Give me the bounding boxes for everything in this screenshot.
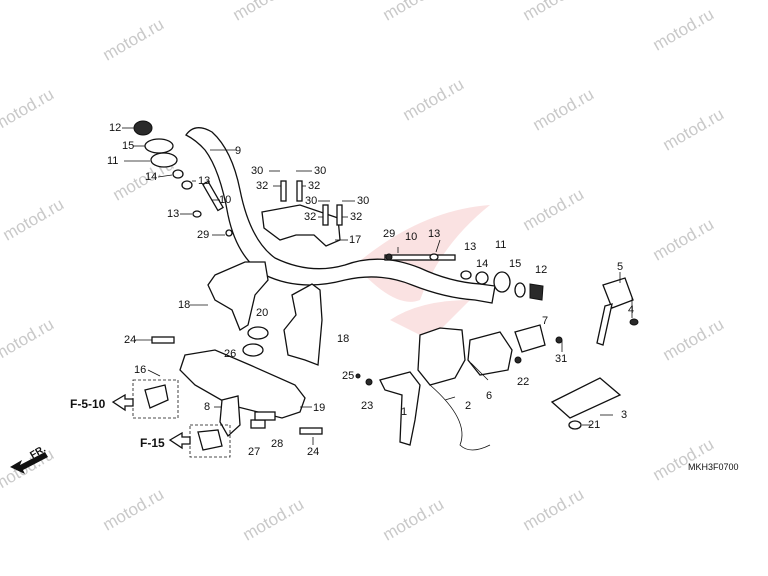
callout-32: 32 (350, 211, 363, 223)
top-bridge (179, 349, 306, 419)
callout-5: 5 (617, 261, 624, 273)
cable-clamps (144, 384, 223, 451)
bolts (151, 336, 323, 435)
right-switch-housing (417, 327, 513, 386)
diagram-code: MKH3F0700 (688, 462, 739, 472)
callout-24: 24 (307, 446, 320, 458)
callout-30: 30 (305, 195, 318, 207)
ref-arrow-lower (168, 431, 191, 450)
callout-6: 6 (486, 390, 493, 402)
right-grip-parts (384, 253, 544, 301)
rubber-bushing (242, 326, 269, 357)
callout-12: 12 (535, 264, 548, 276)
callout-30: 30 (357, 195, 370, 207)
handlebar-holder-lower-right (283, 283, 323, 366)
callout-30: 30 (251, 165, 264, 177)
brake-lever (379, 371, 421, 446)
callout-17: 17 (349, 234, 362, 246)
switch-cover (514, 324, 546, 353)
callout-13: 13 (167, 208, 180, 220)
callout-29: 29 (383, 228, 396, 240)
callout-18: 18 (178, 299, 191, 311)
callout-25: 25 (342, 370, 355, 382)
ref-label-upper: F-5-10 (70, 397, 106, 411)
callout-21: 21 (588, 419, 601, 431)
callout-32: 32 (304, 211, 317, 223)
callout-14: 14 (145, 171, 158, 183)
callout-27: 27 (248, 446, 261, 458)
ref-arrow-upper (111, 393, 134, 412)
callout-22: 22 (517, 376, 530, 388)
callout-32: 32 (256, 180, 269, 192)
left-grip-parts (133, 120, 233, 237)
callout-31: 31 (555, 353, 568, 365)
ref-label-lower: F-15 (140, 436, 165, 450)
callout-11: 11 (495, 239, 507, 251)
callout-16: 16 (134, 364, 147, 376)
callout-14: 14 (476, 258, 489, 270)
callout-18: 18 (337, 333, 350, 345)
callout-23: 23 (361, 400, 374, 412)
callout-28: 28 (271, 438, 284, 450)
throttle-cable (429, 384, 491, 451)
callout-20: 20 (256, 307, 269, 319)
callout-10: 10 (405, 231, 418, 243)
callout-32: 32 (308, 180, 321, 192)
callout-9: 9 (235, 145, 242, 157)
callout-3: 3 (621, 409, 628, 421)
callout-26: 26 (224, 348, 237, 360)
callout-13: 13 (464, 241, 477, 253)
screws (355, 336, 563, 386)
ignition-key (596, 277, 639, 346)
callout-13: 13 (198, 175, 211, 187)
handlebar-holder-upper (261, 180, 343, 247)
callout-7: 7 (542, 315, 549, 327)
callout-30: 30 (314, 165, 327, 177)
callout-15: 15 (509, 258, 522, 270)
handlebar (185, 127, 496, 304)
callout-10: 10 (219, 194, 232, 206)
callout-24: 24 (124, 334, 137, 346)
callout-12: 12 (109, 122, 122, 134)
leader-lines (122, 127, 633, 445)
callout-2: 2 (465, 400, 472, 412)
callout-13: 13 (428, 228, 441, 240)
callout-8: 8 (204, 401, 211, 413)
callout-29: 29 (197, 229, 210, 241)
callout-15: 15 (122, 140, 135, 152)
front-arrow-shape (10, 452, 48, 474)
handlebar-holder-lower-left (207, 261, 269, 331)
callout-11: 11 (107, 155, 119, 167)
bracket (219, 395, 241, 438)
callout-4: 4 (628, 304, 635, 316)
callout-19: 19 (313, 402, 326, 414)
key-fob (550, 377, 622, 430)
callout-1: 1 (401, 406, 408, 418)
